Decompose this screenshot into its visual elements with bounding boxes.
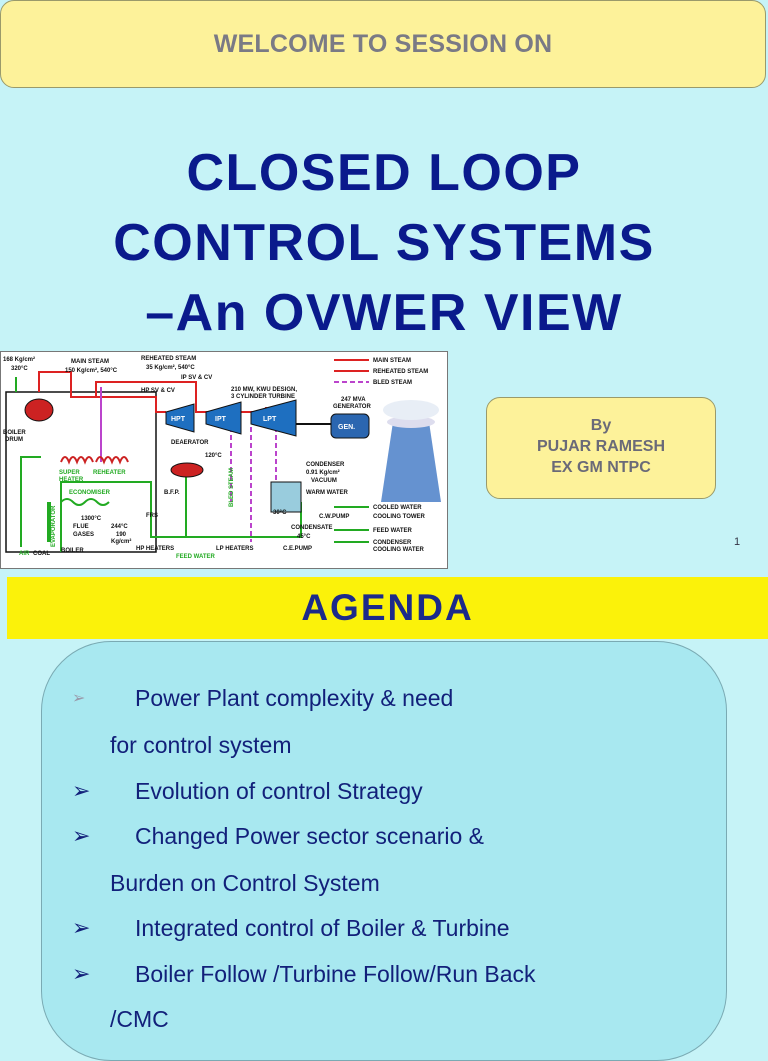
svg-text:1300°C: 1300°C: [81, 516, 102, 522]
svg-text:WARM WATER: WARM WATER: [306, 490, 349, 496]
svg-text:120°C: 120°C: [205, 453, 222, 459]
title-line-3: –An OVWER VIEW: [145, 284, 623, 342]
svg-text:SUPER: SUPER: [59, 470, 80, 476]
svg-text:247 MVA: 247 MVA: [341, 397, 366, 403]
title-line-1: CLOSED LOOP: [186, 144, 582, 202]
svg-text:35 Kg/cm², 540°C: 35 Kg/cm², 540°C: [146, 364, 195, 371]
svg-text:LPT: LPT: [263, 416, 277, 423]
svg-text:B.F.P.: B.F.P.: [164, 490, 180, 496]
welcome-banner: WELCOME TO SESSION ON: [0, 0, 766, 88]
author-designation: EX GM NTPC: [551, 459, 651, 476]
svg-text:3 CYLINDER TURBINE: 3 CYLINDER TURBINE: [231, 394, 295, 400]
svg-text:IPT: IPT: [215, 416, 227, 423]
svg-text:FEED WATER: FEED WATER: [373, 528, 413, 534]
svg-text:HEATER: HEATER: [59, 477, 84, 483]
svg-text:COAL: COAL: [33, 551, 50, 557]
svg-text:DRUM: DRUM: [5, 437, 23, 443]
svg-text:FRS: FRS: [146, 513, 158, 519]
svg-text:150 Kg/cm², 540°C: 150 Kg/cm², 540°C: [65, 367, 118, 374]
list-item-text: Evolution of control Strategy: [135, 778, 423, 804]
svg-text:190: 190: [116, 532, 127, 538]
svg-text:GEN.: GEN.: [338, 424, 355, 431]
svg-text:Kg/cm²: Kg/cm²: [111, 538, 131, 545]
svg-text:EVAPORATOR: EVAPORATOR: [51, 505, 57, 547]
svg-text:REHEATER: REHEATER: [93, 470, 126, 476]
list-item-text: Power Plant complexity & need: [135, 685, 454, 711]
slide-title: CLOSED LOOP CONTROL SYSTEMS –An OVWER VI…: [0, 138, 768, 348]
list-item-text: Boiler Follow /Turbine Follow/Run Back: [135, 961, 536, 987]
svg-text:BOILER: BOILER: [3, 430, 26, 436]
svg-text:ECONOMISER: ECONOMISER: [69, 490, 111, 496]
svg-text:AIR: AIR: [19, 551, 30, 557]
svg-text:0.91 Kg/cm²: 0.91 Kg/cm²: [306, 469, 340, 476]
power-plant-schematic: MAIN STEAM REHEATED STEAM BLED STEAM 168…: [3, 356, 441, 560]
svg-text:FEED WATER: FEED WATER: [176, 554, 216, 560]
svg-text:30°C: 30°C: [273, 510, 287, 516]
page-number: 1: [734, 536, 741, 548]
svg-text:GENERATOR: GENERATOR: [333, 404, 371, 410]
list-item-text: Integrated control of Boiler & Turbine: [135, 915, 510, 941]
svg-text:244°C: 244°C: [111, 524, 128, 530]
svg-text:VACUUM: VACUUM: [311, 478, 337, 484]
author-box: By PUJAR RAMESH EX GM NTPC: [486, 397, 716, 499]
svg-text:CONDENSER: CONDENSER: [306, 462, 345, 468]
arrow-bullet-icon: ➢: [72, 915, 91, 940]
svg-text:CONDENSER: CONDENSER: [373, 540, 412, 546]
svg-text:HPT: HPT: [171, 416, 186, 423]
power-plant-diagram: MAIN STEAM REHEATED STEAM BLED STEAM 168…: [0, 351, 448, 569]
title-line-2: CONTROL SYSTEMS: [113, 214, 655, 272]
arrow-bullet-icon: ➢: [72, 961, 91, 986]
svg-text:C.W.PUMP: C.W.PUMP: [319, 514, 349, 520]
svg-text:MAIN STEAM: MAIN STEAM: [71, 359, 109, 365]
svg-text:MAIN STEAM REHEATED STEA: MAIN STEAM REHEATED STEAM BLED STEAM: [373, 358, 430, 386]
list-item-text: for control system: [110, 732, 292, 758]
arrow-bullet-icon: ➢: [72, 778, 91, 803]
agenda-heading: AGENDA: [301, 587, 474, 628]
svg-text:210 MW, KWU DESIGN,: 210 MW, KWU DESIGN,: [231, 387, 297, 393]
svg-text:COOLED WATER: COOLED WATER: [373, 505, 422, 511]
svg-text:DEAERATOR: DEAERATOR: [171, 440, 209, 446]
arrow-bullet-icon: ➢: [72, 690, 86, 707]
list-item-text: Burden on Control System: [110, 870, 380, 896]
welcome-text: WELCOME TO SESSION ON: [213, 29, 553, 58]
svg-text:FLUE: FLUE: [73, 524, 89, 530]
svg-text:LP HEATERS: LP HEATERS: [216, 546, 253, 552]
list-item-text: Changed Power sector scenario &: [135, 823, 485, 849]
list-item-text: /CMC: [110, 1006, 169, 1032]
agenda-heading-bar: AGENDA: [7, 577, 768, 639]
svg-text:BOILER: BOILER: [61, 548, 84, 554]
svg-text:BLED STEAM: BLED STEAM: [229, 468, 235, 507]
svg-text:HP SV & CV: HP SV & CV: [141, 388, 175, 394]
svg-text:HP HEATERS: HP HEATERS: [136, 546, 174, 552]
by-label: By: [590, 417, 612, 434]
svg-text:168 Kg/cm²: 168 Kg/cm²: [3, 356, 35, 363]
arrow-bullet-icon: ➢: [72, 823, 91, 848]
svg-text:COOLING TOWER: COOLING TOWER: [373, 514, 426, 520]
svg-text:REHEATED STEAM: REHEATED STEAM: [141, 356, 196, 362]
author-name: PUJAR RAMESH: [536, 438, 665, 455]
svg-text:45°C: 45°C: [297, 534, 311, 540]
svg-text:GASES: GASES: [73, 532, 94, 538]
agenda-list: ➢ Power Plant complexity & need for cont…: [41, 641, 727, 1061]
svg-text:IP SV & CV: IP SV & CV: [181, 375, 212, 381]
svg-text:CONDENSATE: CONDENSATE: [291, 525, 333, 531]
svg-text:C.E.PUMP: C.E.PUMP: [283, 546, 312, 552]
svg-text:320°C: 320°C: [11, 366, 28, 372]
svg-text:COOLING WATER: COOLING WATER: [373, 547, 425, 553]
